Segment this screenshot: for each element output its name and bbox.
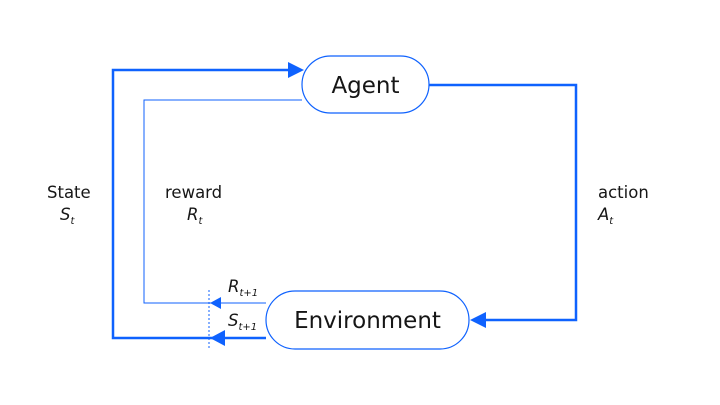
reward-arrow-line <box>143 99 302 304</box>
action-symbol-label: At <box>597 205 614 227</box>
next-reward-arrow-head <box>210 297 221 309</box>
action-arrow-head <box>470 312 486 328</box>
environment-label: Environment <box>294 308 441 334</box>
state-symbol-label: St <box>60 205 75 227</box>
next-state-label: St+1 <box>228 311 257 333</box>
action-arrow-line <box>429 83 578 322</box>
environment-node <box>265 290 470 350</box>
state-arrow-line <box>111 68 288 340</box>
state-word-label: State <box>47 183 91 202</box>
next-state-arrow-head <box>210 330 225 346</box>
reward-symbol-label: Rt <box>187 205 203 227</box>
state-arrow-head <box>288 62 304 78</box>
next-reward-label: Rt+1 <box>228 277 258 299</box>
agent-label: Agent <box>331 73 399 99</box>
action-word-label: action <box>598 183 649 202</box>
reward-word-label: reward <box>165 183 222 202</box>
